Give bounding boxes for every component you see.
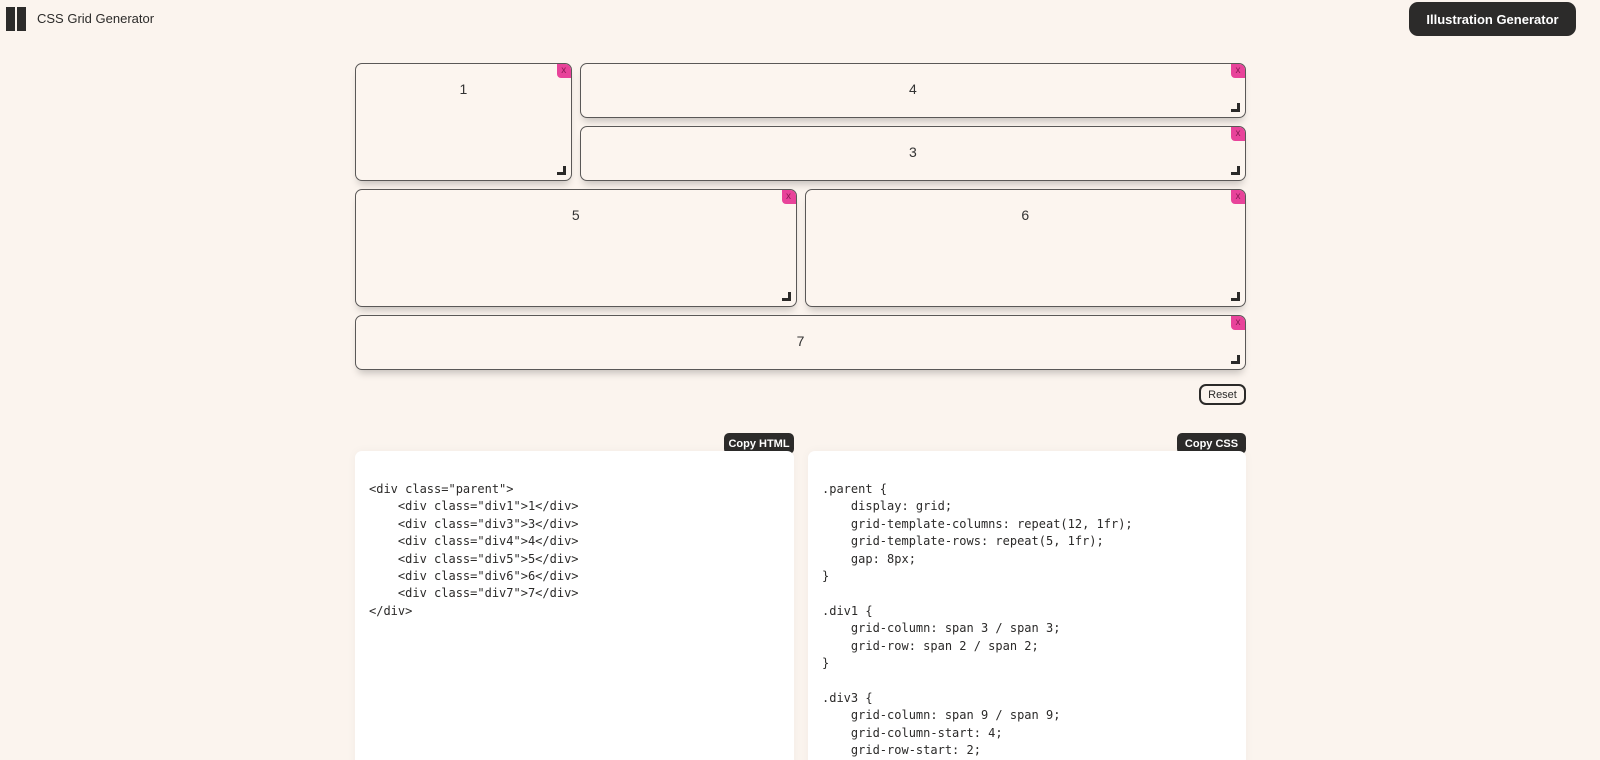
close-icon[interactable]: x	[1231, 316, 1245, 330]
html-code-panel: <div class="parent"> <div class="div1">1…	[355, 451, 794, 760]
grid-item-label: 5	[571, 207, 580, 223]
grid-item-label: 1	[459, 81, 468, 97]
grid-item-label: 6	[1021, 207, 1030, 223]
grid-item-4[interactable]: 4 x	[579, 63, 1246, 118]
close-icon[interactable]: x	[781, 190, 796, 204]
grid-item-6[interactable]: 6 x	[804, 189, 1246, 307]
resize-handle-icon[interactable]	[1231, 292, 1240, 301]
grid-item-label: 3	[908, 144, 917, 160]
close-icon[interactable]: x	[1231, 127, 1245, 141]
grid-item-7[interactable]: 7 x	[355, 315, 1246, 370]
resize-handle-icon[interactable]	[556, 166, 566, 175]
css-code-panel: .parent { display: grid; grid-template-c…	[808, 451, 1246, 760]
grid-item-label: 7	[796, 333, 805, 349]
grid-item-5[interactable]: 5 x	[355, 189, 797, 307]
copy-html-button[interactable]: Copy HTML	[724, 433, 794, 454]
top-bar: CSS Grid Generator Illustration Generato…	[0, 0, 1600, 40]
resize-handle-icon[interactable]	[1231, 166, 1240, 175]
layout-columns-icon	[6, 7, 26, 31]
grid-item-1[interactable]: 1 x	[355, 63, 572, 181]
close-icon[interactable]: x	[1231, 64, 1245, 78]
html-code: <div class="parent"> <div class="div1">1…	[369, 482, 579, 618]
resize-handle-icon[interactable]	[1231, 355, 1240, 364]
resize-handle-icon[interactable]	[1231, 103, 1240, 112]
copy-css-button[interactable]: Copy CSS	[1177, 433, 1246, 454]
close-icon[interactable]: x	[1231, 190, 1245, 204]
illustration-generator-button[interactable]: Illustration Generator	[1409, 2, 1576, 36]
resize-handle-icon[interactable]	[781, 292, 791, 301]
grid-item-3[interactable]: 3 x	[579, 126, 1246, 181]
grid-editor: 1 x 4 x 3 x 5 x 6 x 7 x	[355, 63, 1246, 370]
app-title: CSS Grid Generator	[37, 11, 155, 26]
close-icon[interactable]: x	[556, 64, 571, 78]
css-code: .parent { display: grid; grid-template-c…	[822, 482, 1133, 758]
reset-button[interactable]: Reset	[1199, 384, 1246, 405]
grid-item-label: 4	[908, 81, 917, 97]
